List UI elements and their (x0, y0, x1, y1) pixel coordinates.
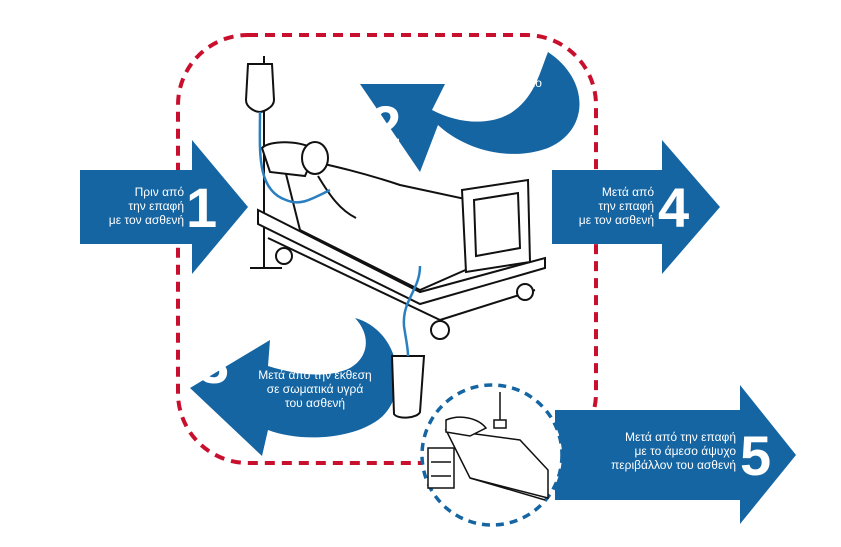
moment-3-line-1: Μετά από την έκθεση (258, 368, 372, 382)
empty-bed-illustration (427, 392, 549, 501)
moment-2-line-2: καθαρό ή άσηπτο (448, 76, 542, 90)
moment-5-number: 5 (740, 424, 772, 487)
moment-4-line-1: Μετά από (601, 185, 654, 199)
hospital-bed-illustration (244, 56, 546, 419)
moment-2-arrow (360, 52, 580, 172)
moment-1-number: 1 (186, 176, 218, 239)
moment-5-line-1: Μετά από την επαφή (624, 430, 736, 444)
moment-1-arrow (80, 140, 248, 274)
moment-1-line-2: την επαφή (128, 199, 184, 213)
moment-3-line-2: σε σωματικά υγρά (266, 382, 364, 396)
moment-1-line-3: με τον ασθενή (108, 213, 184, 227)
moment-1-label: Πριν από την επαφή με τον ασθενή (82, 185, 184, 227)
moment-5-label: Μετά από την επαφή με το άμεσο άψυχο περ… (580, 430, 736, 472)
moment-4-line-2: την επαφή (598, 199, 654, 213)
moment-3-line-3: του ασθενή (284, 396, 346, 410)
moment-2-line-3: χειρισμό (472, 90, 518, 104)
catheter-tube (402, 265, 422, 357)
moment-2-line-1: Πριν από κάθε (456, 62, 534, 76)
moment-3-label: Μετά από την έκθεση σε σωματικά υγρά του… (240, 368, 390, 410)
iv-tube (258, 111, 331, 204)
moment-5-line-3: περιβάλλον του ασθενή (611, 458, 736, 472)
moment-2-number: 2 (370, 94, 402, 157)
moment-4-line-3: με τον ασθενή (578, 213, 654, 227)
moment-2-label: Πριν από κάθε καθαρό ή άσηπτο χειρισμό (420, 62, 570, 104)
moment-3-arrow (190, 318, 398, 456)
moment-1-line-1: Πριν από (134, 185, 184, 199)
moment-5-line-2: με το άμεσο άψυχο (634, 444, 737, 458)
moment-4-arrow (552, 140, 720, 274)
moment-3-number: 3 (198, 332, 230, 395)
moment-4-number: 4 (658, 176, 690, 239)
patient-zone-boundary (176, 33, 598, 465)
moment-5-arrow (555, 385, 796, 524)
moment-4-label: Μετά από την επαφή με τον ασθενή (550, 185, 654, 227)
